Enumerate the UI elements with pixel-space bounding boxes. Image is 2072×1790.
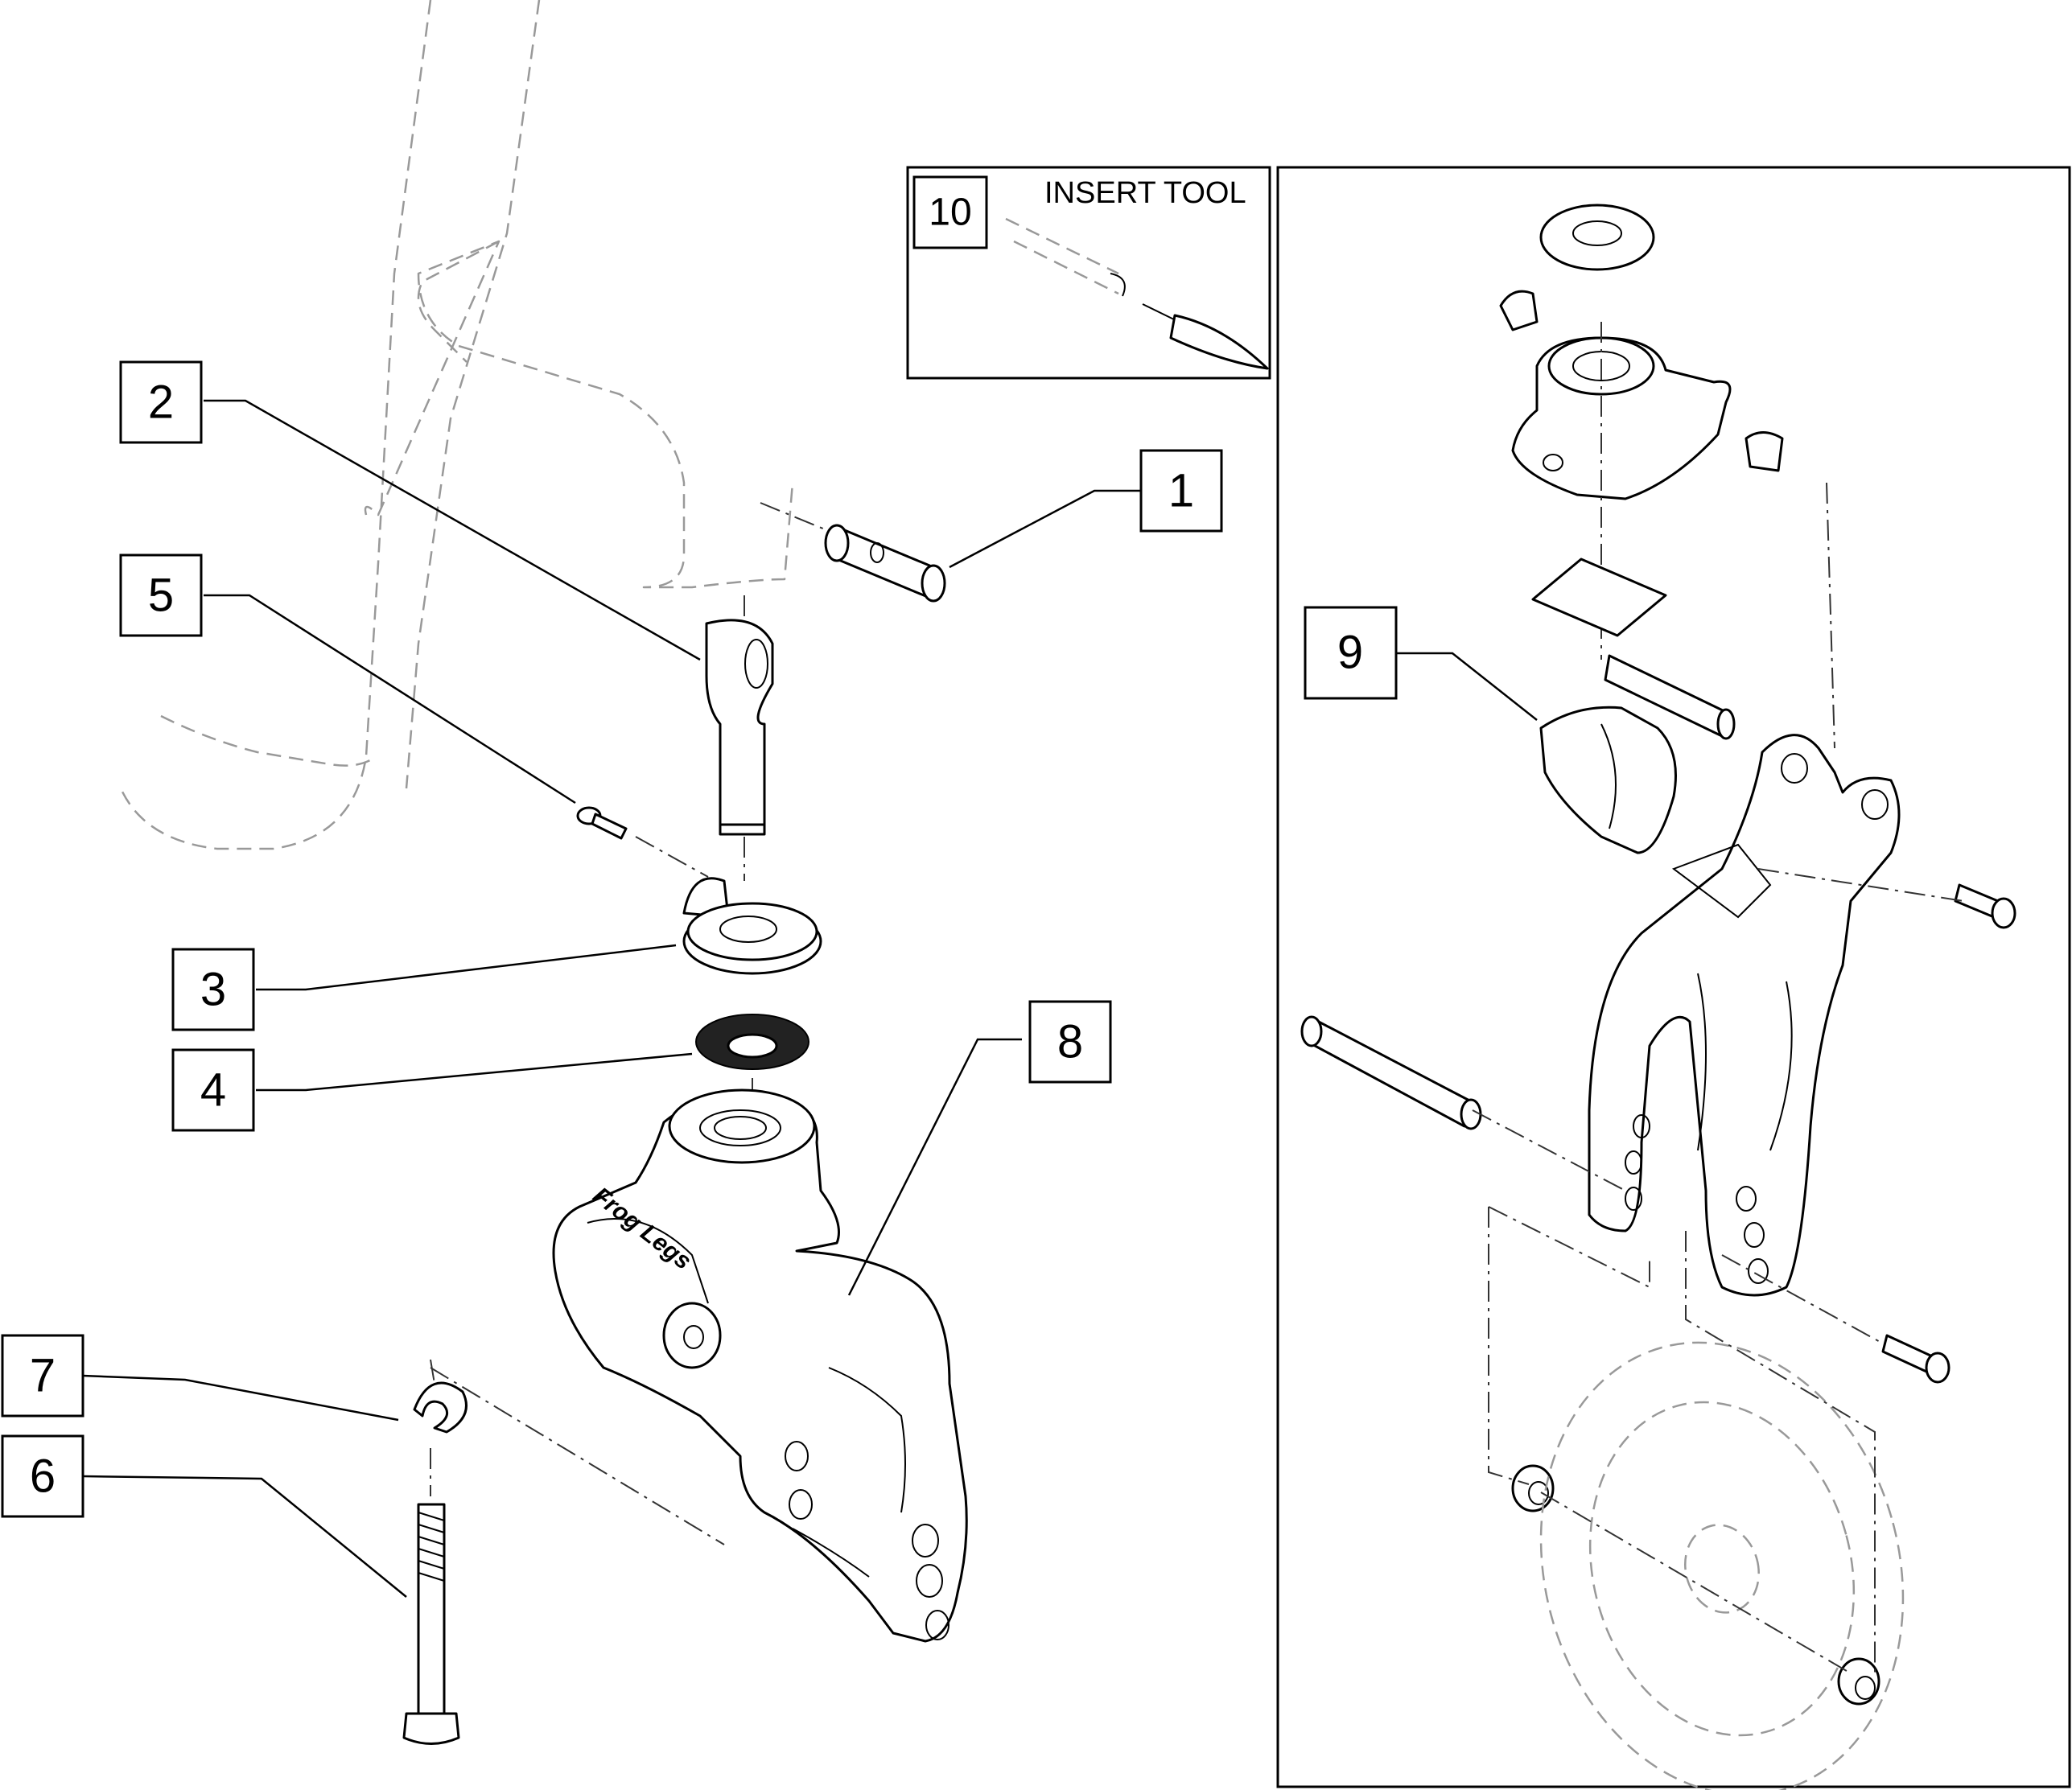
- callout-6-label: 6: [30, 1451, 56, 1503]
- callout-5-label: 5: [148, 570, 174, 622]
- callout-1: 1: [1139, 449, 1223, 533]
- part-4-washer: [695, 1014, 809, 1102]
- callout-4: 4: [171, 1048, 255, 1132]
- part-1-pin: [760, 502, 946, 603]
- callout-10-label: 10: [929, 191, 971, 234]
- insert-tool-icon: [1005, 217, 1269, 370]
- callout-9: 9: [1304, 606, 1398, 700]
- part-6-bolt: [402, 1359, 725, 1745]
- callout-8: 8: [1028, 1000, 1112, 1084]
- callout-10: 10: [912, 175, 988, 249]
- callout-2: 2: [119, 360, 203, 444]
- callout-3: 3: [171, 948, 255, 1031]
- chair-frame-outline: [119, 0, 794, 850]
- part-7-e-clip: [413, 1381, 468, 1434]
- part-3-cap: [682, 877, 822, 975]
- insert-tool-title: INSERT TOOL: [1044, 176, 1246, 210]
- part-2-stem: [705, 595, 774, 881]
- part-5-screw: [576, 806, 709, 878]
- callout-2-label: 2: [148, 377, 174, 429]
- callout-1-label: 1: [1168, 465, 1194, 517]
- callout-5: 5: [119, 553, 203, 637]
- part-8-fork-housing: Frog Legs: [552, 1088, 968, 1643]
- callout-4-label: 4: [200, 1064, 226, 1117]
- callout-8-label: 8: [1057, 1016, 1083, 1068]
- detail-panel: [1276, 166, 2071, 1788]
- callout-9-label: 9: [1337, 627, 1363, 679]
- detail-assembly: [1300, 204, 2016, 1790]
- callout-6: 6: [1, 1434, 84, 1518]
- callout-7-label: 7: [30, 1350, 56, 1402]
- callout-3-label: 3: [200, 964, 226, 1016]
- callout-7: 7: [1, 1334, 84, 1418]
- leader-lines: [82, 399, 1538, 1598]
- insert-tool-panel: INSERT TOOL: [906, 166, 1271, 380]
